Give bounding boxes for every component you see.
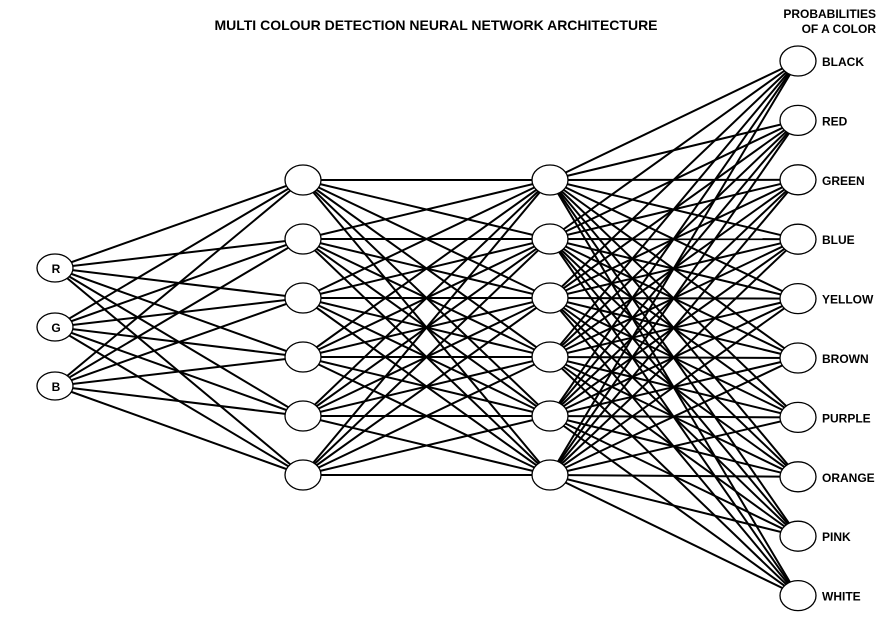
hidden2-neuron bbox=[531, 400, 569, 432]
hidden2-neuron bbox=[531, 459, 569, 491]
output-label-black: BLACK bbox=[822, 55, 864, 69]
output-label-brown: BROWN bbox=[822, 352, 869, 366]
hidden1-neuron bbox=[284, 164, 322, 196]
edge-hidden2-output bbox=[549, 179, 799, 476]
hidden2-neuron bbox=[531, 341, 569, 373]
output-label-blue: BLUE bbox=[822, 233, 855, 247]
connections bbox=[54, 60, 799, 597]
edge-hidden1-hidden2 bbox=[302, 297, 551, 476]
edge-hidden1-hidden2 bbox=[302, 179, 551, 476]
hidden1-neuron bbox=[284, 459, 322, 491]
output-label-red: RED bbox=[822, 114, 848, 128]
edge-hidden2-output bbox=[549, 60, 799, 476]
input-neuron-r bbox=[36, 253, 74, 283]
edge-hidden2-output bbox=[549, 60, 799, 181]
edge-input-hidden1 bbox=[54, 385, 304, 417]
output-neuron-purple bbox=[779, 401, 817, 434]
edge-hidden2-output bbox=[549, 474, 799, 538]
edge-hidden2-output bbox=[549, 357, 799, 476]
output-label-pink: PINK bbox=[822, 530, 851, 544]
input-neuron-b bbox=[36, 371, 74, 401]
edge-hidden1-hidden2 bbox=[302, 179, 551, 240]
input-label-g: G bbox=[51, 321, 60, 335]
input-label-r: R bbox=[52, 262, 61, 276]
edge-input-hidden1 bbox=[54, 356, 304, 387]
edge-input-hidden1 bbox=[54, 179, 304, 269]
output-neuron-yellow bbox=[779, 282, 817, 315]
neurons: R G B BLACK RED GREEN BLUE YELLOW BROWN PURPLE ORA… bbox=[36, 45, 875, 612]
edge-hidden2-output bbox=[549, 60, 799, 240]
edge-input-hidden1 bbox=[54, 385, 304, 476]
edge-hidden2-output bbox=[549, 416, 799, 476]
output-label-white: WHITE bbox=[822, 590, 861, 604]
hidden2-neuron bbox=[531, 282, 569, 314]
output-neuron-brown bbox=[779, 342, 817, 374]
hidden2-neuron bbox=[531, 164, 569, 196]
output-neuron-white bbox=[779, 579, 817, 612]
edge-hidden1-hidden2 bbox=[302, 238, 551, 476]
output-neuron-green bbox=[779, 164, 817, 196]
output-header-line-1: PROBABILITIES bbox=[783, 7, 876, 21]
edge-input-hidden1 bbox=[54, 297, 304, 387]
output-neuron-blue bbox=[779, 223, 817, 255]
output-neuron-pink bbox=[779, 520, 817, 552]
hidden1-neuron bbox=[284, 341, 322, 373]
hidden1-neuron bbox=[284, 400, 322, 432]
output-label-orange: ORANGE bbox=[822, 471, 875, 485]
hidden1-neuron bbox=[284, 223, 322, 255]
output-label-green: GREEN bbox=[822, 174, 865, 188]
edge-hidden2-output bbox=[549, 60, 799, 299]
edge-hidden2-output bbox=[549, 474, 799, 597]
hidden1-neuron bbox=[284, 282, 322, 314]
edge-input-hidden1 bbox=[54, 179, 304, 387]
edge-hidden2-output bbox=[549, 119, 799, 476]
edge-hidden2-output bbox=[549, 474, 799, 478]
hidden2-neuron bbox=[531, 223, 569, 255]
output-neuron-red bbox=[779, 104, 817, 137]
input-neuron-g bbox=[36, 312, 74, 342]
edge-input-hidden1 bbox=[54, 179, 304, 328]
output-neuron-black bbox=[779, 45, 817, 77]
edge-hidden1-hidden2 bbox=[302, 356, 551, 476]
output-header-line-2: OF A COLOR bbox=[802, 22, 877, 36]
edge-hidden1-hidden2 bbox=[302, 179, 551, 299]
edge-hidden1-hidden2 bbox=[302, 415, 551, 476]
diagram-title: MULTI COLOUR DETECTION NEURAL NETWORK AR… bbox=[214, 17, 657, 33]
edge-hidden1-hidden2 bbox=[302, 179, 551, 417]
output-label-purple: PURPLE bbox=[822, 411, 871, 425]
output-label-yellow: YELLOW bbox=[822, 293, 874, 307]
input-label-b: B bbox=[52, 380, 61, 394]
edge-hidden1-hidden2 bbox=[302, 179, 551, 358]
edge-hidden2-output bbox=[549, 297, 799, 476]
edge-hidden2-output bbox=[549, 238, 799, 476]
edge-hidden2-output bbox=[549, 60, 799, 358]
edge-input-hidden1 bbox=[54, 238, 304, 387]
output-neuron-orange bbox=[779, 461, 817, 493]
edge-hidden2-output bbox=[549, 60, 799, 417]
